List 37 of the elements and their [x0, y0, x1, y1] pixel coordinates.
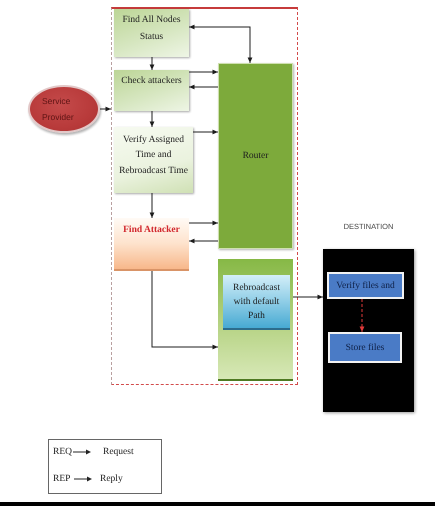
- process-box: [114, 9, 189, 57]
- process-box: [114, 70, 189, 111]
- node-label: Rebroadcast with default Path: [232, 282, 281, 322]
- node-label: Find Attacker: [123, 224, 180, 237]
- panel: [218, 259, 293, 381]
- arrow: [150, 110, 154, 128]
- process-box: [223, 275, 290, 330]
- arrow: [360, 298, 364, 332]
- arrow: [292, 294, 324, 300]
- ellipse-node: [28, 85, 100, 133]
- node-label: Find All Nodes Status: [121, 14, 182, 44]
- note-text: Request: [103, 446, 134, 458]
- arrow: [188, 220, 218, 226]
- node-label: Router: [242, 150, 268, 163]
- arrow: [150, 56, 154, 70]
- arrow: [100, 106, 112, 112]
- process-box: [114, 218, 189, 271]
- arrow: [150, 192, 154, 218]
- arrow: [188, 84, 218, 90]
- note-text: REQ: [53, 446, 72, 458]
- node-label: Check attackers: [121, 75, 182, 88]
- arrow: [192, 130, 218, 134]
- node-label: Service Provider: [42, 95, 75, 124]
- router-box: [218, 63, 293, 249]
- node-label: Verify files and: [336, 280, 395, 292]
- arrow: [152, 270, 218, 350]
- dashed-boundary: [111, 7, 298, 385]
- note-text: Reply: [100, 473, 123, 485]
- node-label: Store files: [346, 342, 384, 354]
- arrow: [188, 24, 252, 64]
- note-text: REP: [53, 473, 70, 485]
- arrow: [188, 70, 218, 74]
- node-label: Verify Assigned Time and Rebroadcast Time: [118, 134, 189, 178]
- arrow: [188, 238, 218, 244]
- process-box: [114, 127, 193, 193]
- file-box: [328, 332, 402, 363]
- file-box: [327, 272, 404, 299]
